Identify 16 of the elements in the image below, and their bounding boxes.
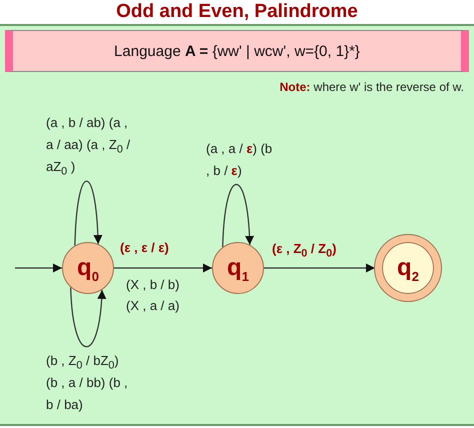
edge-label: (b , Z$_{0}$ / bZ$_{0}$) (b , a / bb) (b , b / ba) — [46, 352, 129, 414]
edge-label: (a , b / ab) (a , a / aa) (a , Z$_{0}$ / aZ$_{0}$ ) — [46, 114, 132, 178]
transition-label: (X , a / a) — [126, 297, 180, 315]
formula-box: Language A = {ww' | wcw', w={0, 1}*} — [5, 30, 469, 72]
arrow — [15, 264, 62, 272]
note-text: Note: where w' is the reverse of w. — [280, 80, 464, 94]
loop-arrow — [74, 180, 102, 246]
diagram-title: Odd and Even, Palindrome — [115, 0, 359, 24]
edge-label: (a , a / ε) (b , b / ε) — [206, 140, 274, 180]
arrow — [114, 264, 212, 272]
arrow — [264, 264, 375, 272]
transition-label: (X , b / b) — [126, 276, 180, 294]
loop-arrow — [222, 184, 254, 247]
loop-arrow — [70, 287, 106, 348]
edge-label: (ε , ε / ε) — [120, 239, 170, 257]
edge-label: (ε , Z$_{0}$ / Z$_{0}$) — [272, 240, 338, 260]
